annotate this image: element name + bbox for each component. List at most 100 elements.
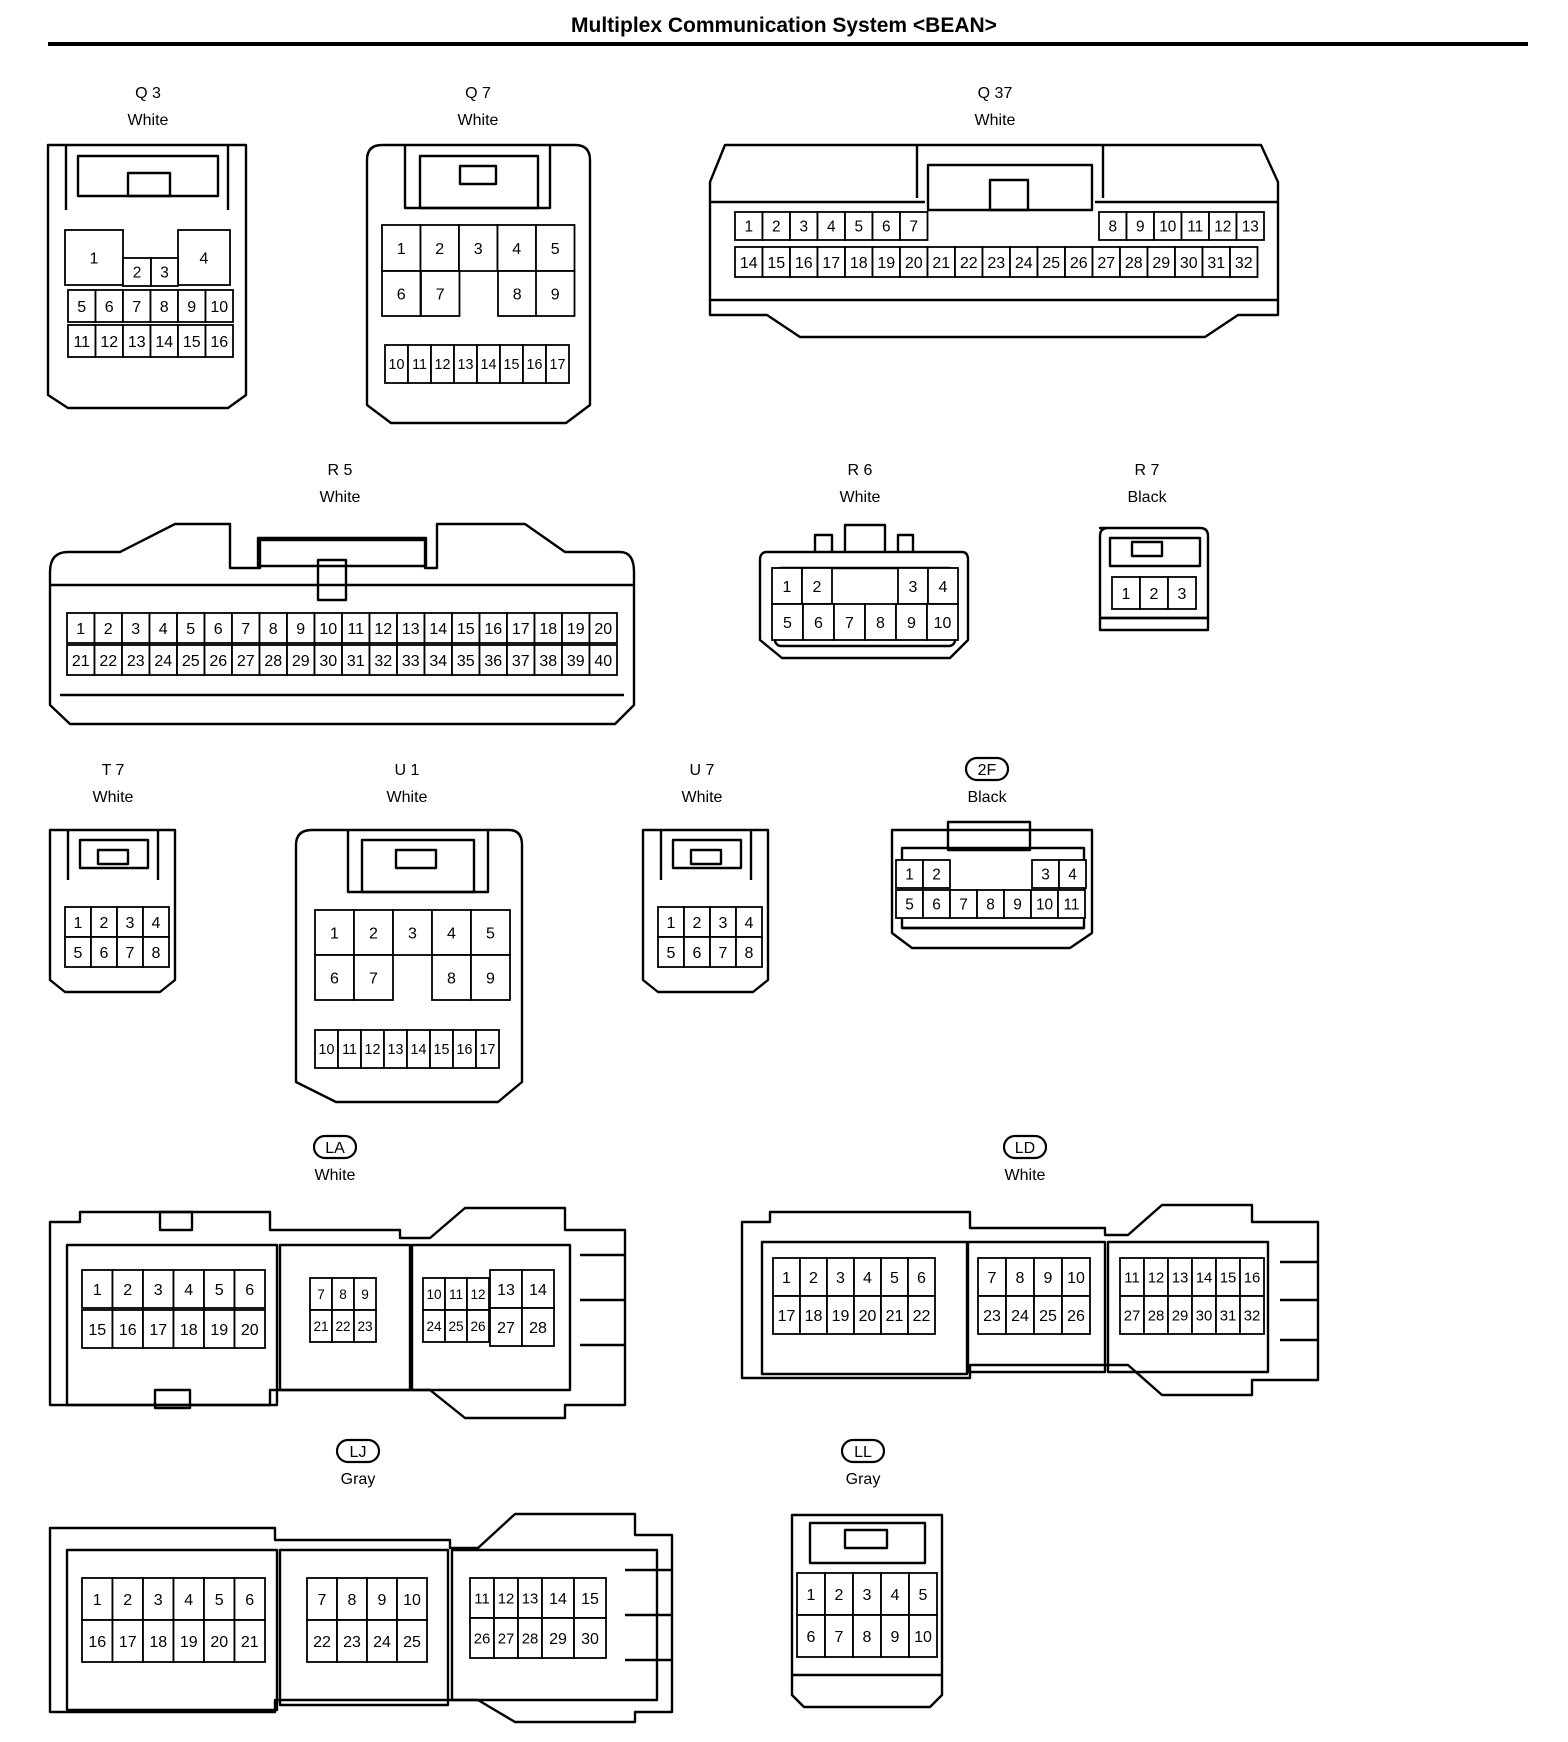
pin-cavity: 2	[111, 1269, 144, 1309]
pin-cavity: 10	[1030, 889, 1059, 919]
pin-number: 13	[522, 1591, 539, 1607]
pin-number: 3	[474, 241, 483, 258]
pin-number: 4	[745, 915, 754, 932]
pin-number: 14	[429, 621, 447, 638]
pin-number: 19	[832, 1308, 850, 1325]
pin-number: 7	[317, 1287, 325, 1302]
connector-r6-body	[758, 523, 970, 660]
pin-cavity: 16	[789, 246, 819, 278]
pin-number: 2	[369, 925, 378, 942]
pin-number: 22	[960, 255, 978, 272]
pin-cavity: 6	[871, 211, 901, 241]
pin-cavity: 28	[1143, 1295, 1169, 1335]
pin-cavity: 10	[313, 612, 343, 644]
pin-cavity: 27	[231, 644, 261, 676]
pin-number: 25	[1042, 255, 1060, 272]
pin-cavity: 11	[1057, 889, 1086, 919]
connector-code-oval	[1002, 1134, 1048, 1160]
connector-code: LL	[854, 1444, 872, 1461]
connector-color: Gray	[846, 1471, 881, 1488]
connector-ll-label: LL Gray	[840, 1438, 886, 1488]
pin-number: 3	[154, 1592, 163, 1609]
pin-cavity: 9	[366, 1577, 398, 1621]
pin-cavity: 12	[368, 612, 398, 644]
pin-cavity: 3	[897, 567, 929, 605]
pin-cavity: 30	[573, 1617, 607, 1659]
pin-cavity: 32	[1239, 1295, 1265, 1335]
pin-cavity: 22	[331, 1309, 355, 1343]
pin-cavity: 5	[880, 1257, 909, 1297]
pin-number: 8	[863, 1629, 872, 1646]
pin-number: 22	[913, 1308, 931, 1325]
pin-cavity: 26	[203, 644, 233, 676]
pin-cavity: 10	[908, 1614, 938, 1658]
pin-number: 23	[983, 1308, 1001, 1325]
pin-number: 12	[374, 621, 392, 638]
pin-cavity: 17	[506, 612, 536, 644]
pin-cavity: 6	[90, 936, 118, 968]
pin-cavity: 4	[496, 224, 537, 272]
pin-number: 16	[795, 255, 813, 272]
pin-number: 5	[919, 1587, 928, 1604]
pin-cavity: 5	[657, 936, 685, 968]
pin-number: 3	[1041, 867, 1050, 884]
pin-number: 5	[905, 897, 914, 914]
pin-number: 5	[854, 219, 863, 236]
connector-q3-body	[46, 143, 248, 410]
pin-cavity: 1	[66, 612, 96, 644]
pin-cavity: 28	[521, 1307, 555, 1347]
pin-number: 1	[93, 1282, 102, 1299]
pin-cavity: 25	[1033, 1295, 1063, 1335]
connector-code: U 1	[395, 762, 420, 779]
pin-number: 25	[1039, 1308, 1057, 1325]
pin-number: 15	[457, 621, 475, 638]
pin-number: 13	[128, 334, 146, 351]
pin-number: 38	[539, 653, 557, 670]
pin-cavity: 6	[922, 889, 951, 919]
pin-cavity: 20	[899, 246, 929, 278]
pin-number: 9	[187, 299, 196, 316]
connector-color: Gray	[341, 1471, 376, 1488]
pin-cavity: 6	[802, 603, 835, 641]
pin-cavity: 8	[864, 603, 897, 641]
pin-number: 21	[932, 255, 950, 272]
pin-number: 3	[1178, 586, 1187, 603]
pin-cavity: 12	[1208, 211, 1238, 241]
pin-number: 5	[667, 945, 676, 962]
pin-cavity: 5	[203, 1269, 236, 1309]
pin-cavity: 7	[231, 612, 261, 644]
pin-number: 17	[480, 1042, 496, 1058]
pin-number: 4	[184, 1282, 193, 1299]
pin-cavity: 12	[94, 324, 124, 358]
connector-code-oval	[335, 1438, 381, 1464]
pin-number: 6	[214, 621, 223, 638]
pin-number: 5	[74, 945, 83, 962]
pin-cavity: 1	[796, 1572, 826, 1616]
pin-number: 27	[1097, 255, 1115, 272]
pin-cavity: 2	[419, 224, 460, 272]
pin-number: 14	[740, 255, 758, 272]
pin-cavity: 38	[533, 644, 563, 676]
connector-code: 2F	[978, 762, 997, 779]
pin-cavity: 19	[203, 1309, 236, 1349]
pin-cavity: 2	[824, 1572, 854, 1616]
pin-number: 2	[123, 1282, 132, 1299]
pin-cavity: 6	[683, 936, 711, 968]
pin-number: 27	[1124, 1308, 1141, 1324]
pin-cavity: 8	[852, 1614, 882, 1658]
pin-cavity: 9	[1125, 211, 1155, 241]
pin-cavity: 17	[772, 1295, 801, 1335]
pin-number: 22	[313, 1634, 331, 1651]
pin-cavity: 23	[977, 1295, 1007, 1335]
pin-cavity: 8	[735, 936, 763, 968]
pin-cavity: 5	[470, 909, 511, 956]
pin-number: 5	[783, 615, 792, 632]
pin-number: 1	[93, 1592, 102, 1609]
pin-number: 3	[408, 925, 417, 942]
pin-cavity: 30	[313, 644, 343, 676]
pin-cavity: 19	[871, 246, 901, 278]
